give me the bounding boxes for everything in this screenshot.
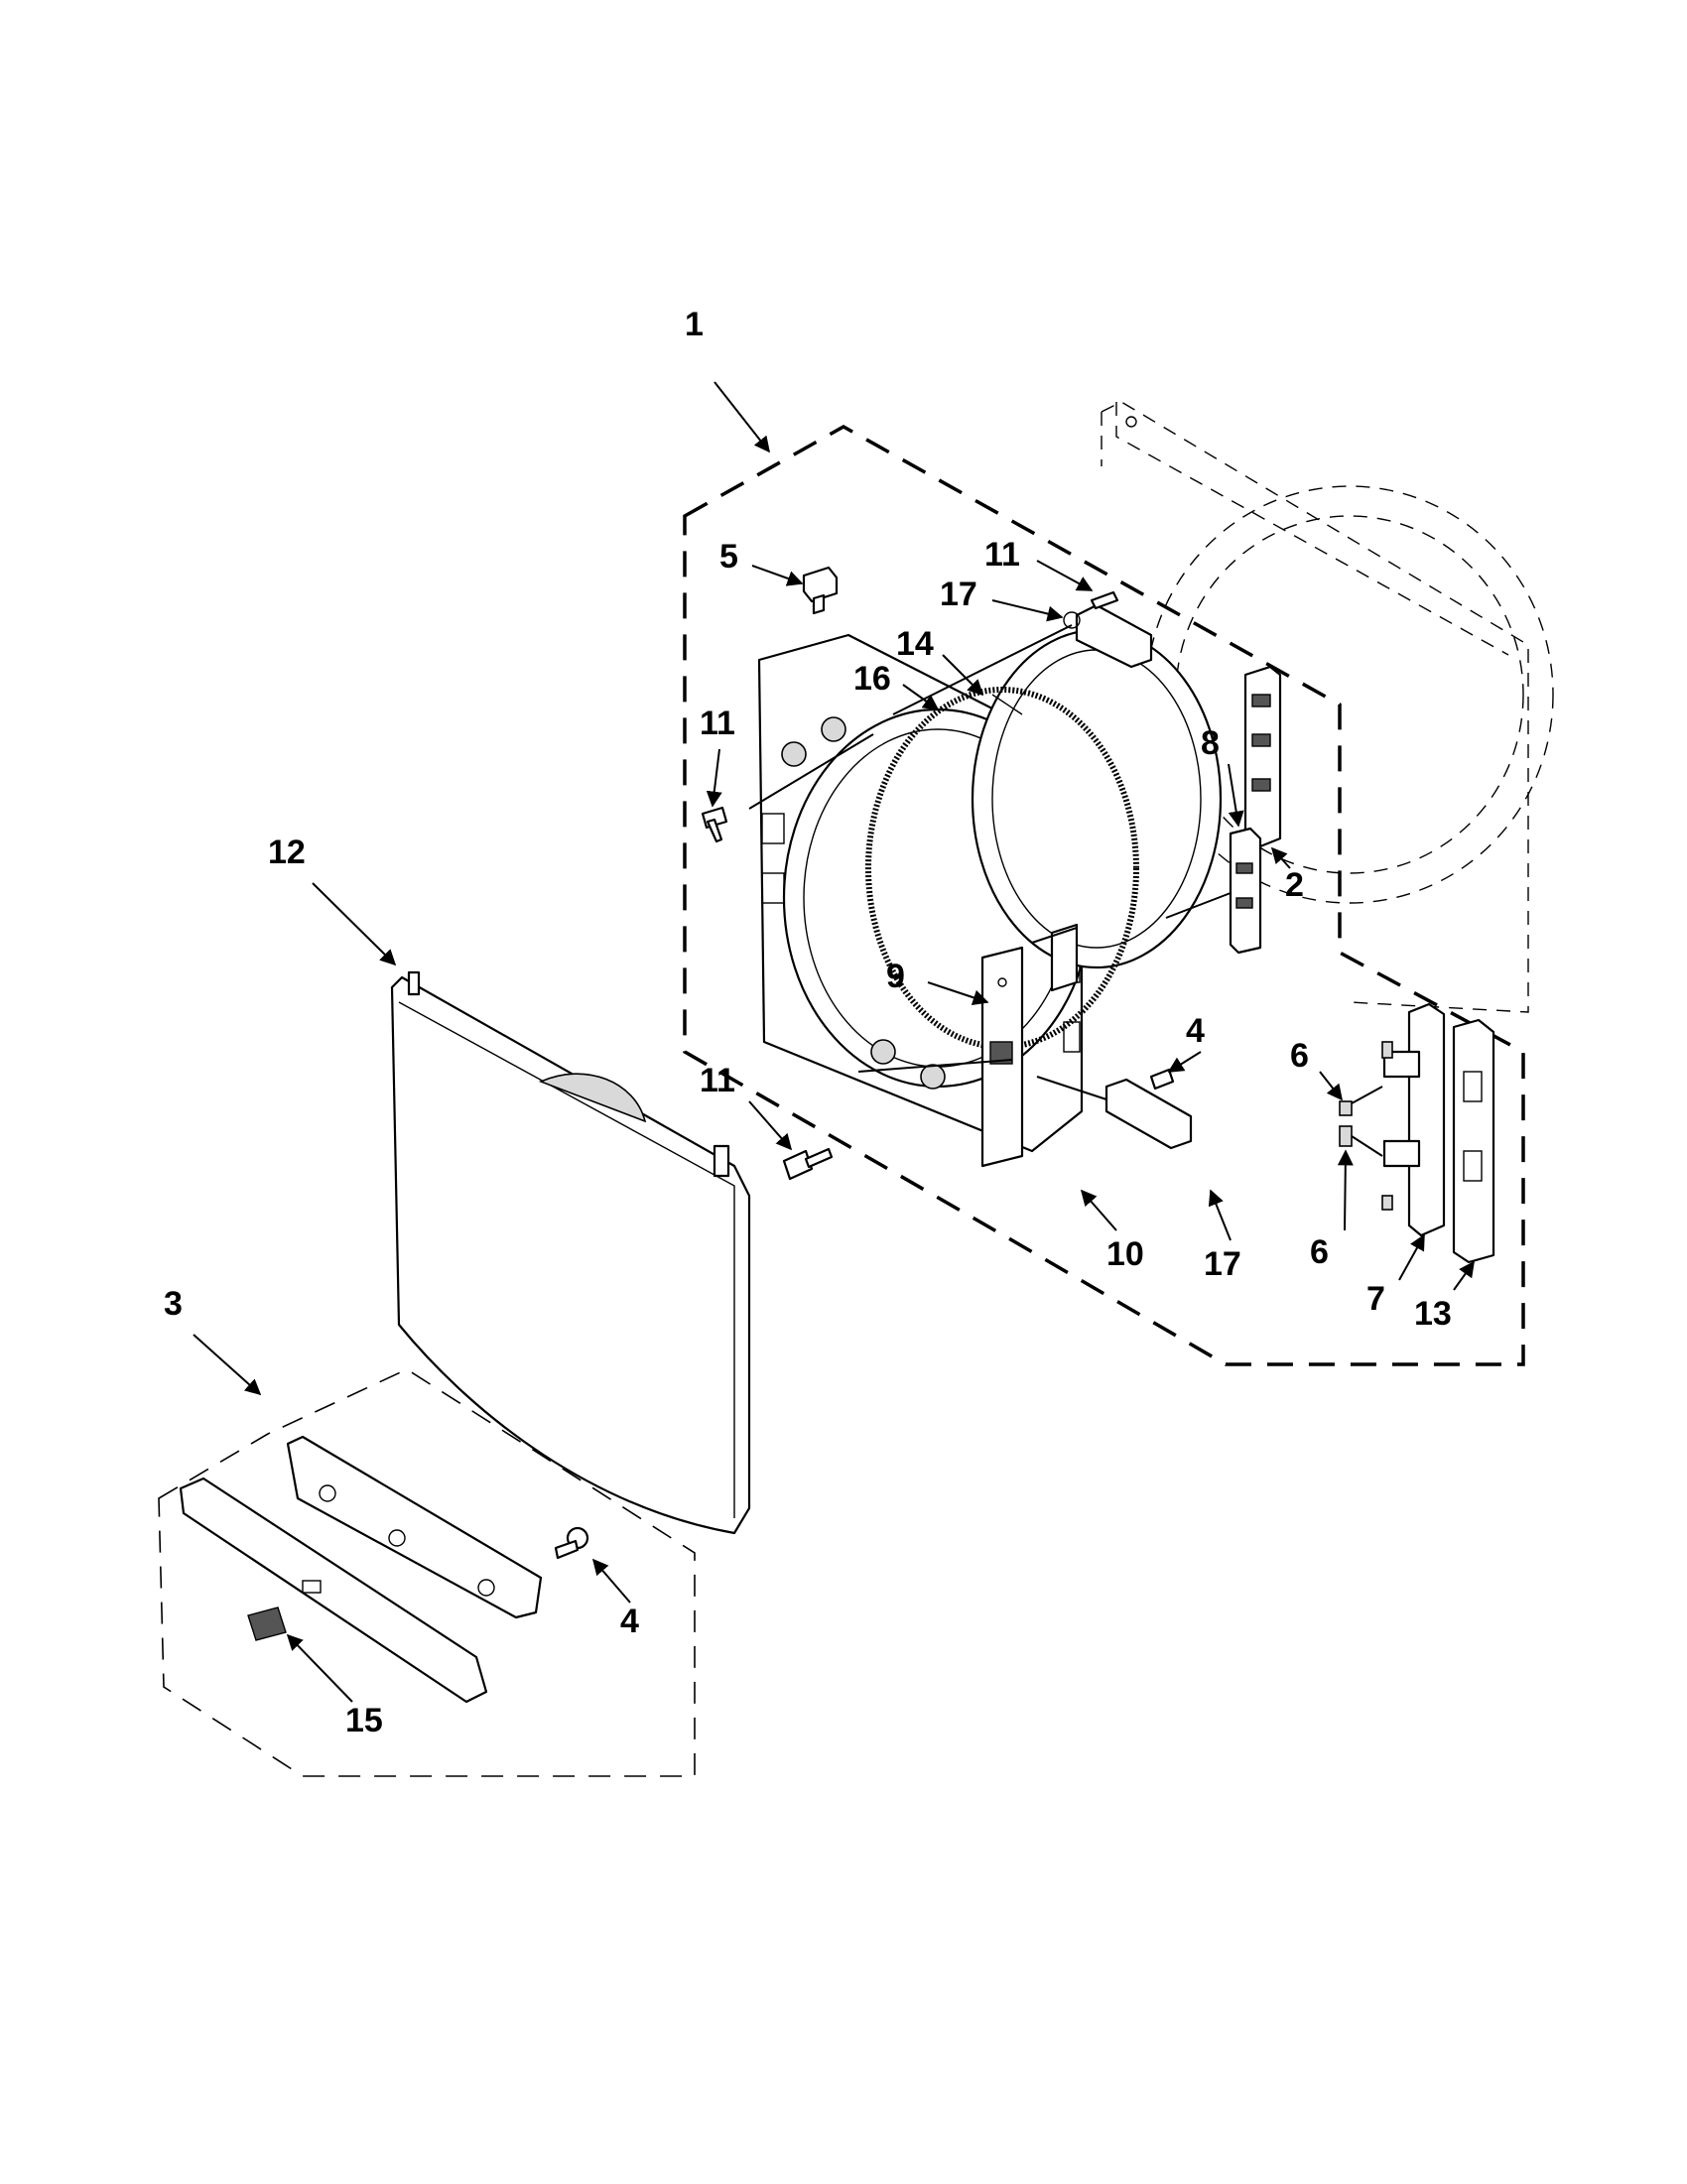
insert-part-15: [247, 1606, 287, 1641]
hinge-bracket-part-13: [1452, 1018, 1495, 1264]
hinge-part-8: [1229, 827, 1262, 955]
pins-part-6: [1339, 1041, 1393, 1211]
inner-ring-part-14: [971, 628, 1223, 969]
hinge-plate-part-17-bottom: [1104, 1078, 1193, 1150]
callout-15: 15: [345, 1702, 383, 1739]
callout-6-lower: 6: [1310, 1233, 1329, 1271]
callout-4-upper: 4: [1186, 1012, 1205, 1050]
callout-8: 8: [1201, 724, 1220, 762]
callout-4-lower: 4: [620, 1603, 639, 1640]
callout-5: 5: [719, 538, 738, 576]
callout-7: 7: [1366, 1280, 1385, 1318]
callout-9: 9: [886, 958, 905, 995]
callout-10: 10: [1106, 1235, 1144, 1273]
callout-13: 13: [1414, 1295, 1452, 1333]
callout-11-top: 11: [984, 536, 1020, 574]
callout-11-bottom: 11: [700, 1062, 735, 1099]
callout-arrows: [193, 381, 1475, 1703]
screw-part-11-top: [1090, 590, 1119, 610]
door-panel-part-12: [390, 970, 751, 1535]
hinge-assembly-part-7: [1382, 1002, 1446, 1237]
callout-labels: 1 5 11 17 14 16 11 8 2 9 11 4 10 17 6 6 …: [164, 306, 1452, 1739]
screw-part-11-left: [701, 806, 728, 843]
callout-14: 14: [896, 625, 934, 663]
screw-part-5: [802, 566, 839, 615]
callout-12: 12: [268, 834, 306, 871]
handle-assembly-part-3-boundary: [158, 1368, 696, 1777]
handle-bracket: [286, 1435, 543, 1619]
callout-11-left: 11: [700, 705, 735, 742]
hinge-bracket-part-2: [1243, 665, 1282, 850]
callout-3: 3: [164, 1285, 183, 1323]
callout-17-top: 17: [940, 576, 977, 613]
handle-part: [179, 1477, 488, 1704]
handle-screw-part-4: [554, 1526, 589, 1560]
callout-6-upper: 6: [1290, 1037, 1309, 1075]
screw-part-11-bottom: [782, 1147, 834, 1181]
callout-2: 2: [1285, 866, 1304, 904]
assembly-1-boundary: [683, 424, 1525, 1366]
callout-16: 16: [853, 660, 891, 698]
screw-part-4-upper: [1149, 1068, 1175, 1091]
callout-1: 1: [685, 306, 704, 343]
latch-part-9: [980, 923, 1079, 1168]
callout-17-bottom: 17: [1204, 1245, 1241, 1283]
